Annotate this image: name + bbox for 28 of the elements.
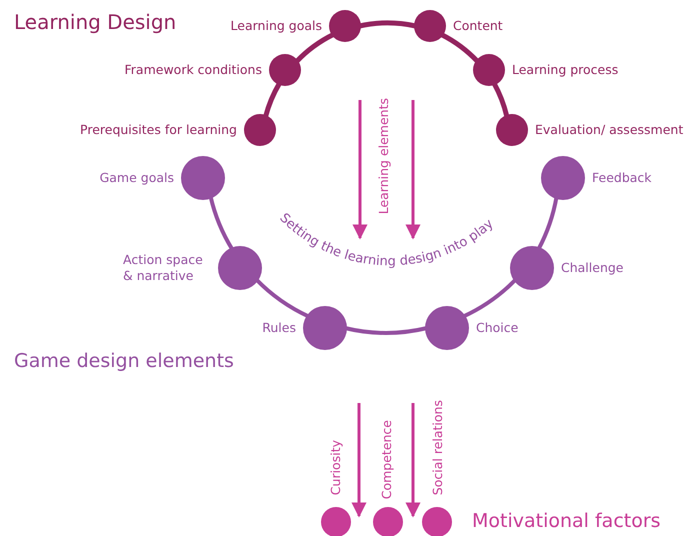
- arrow-label: Competence: [379, 420, 394, 500]
- arc-connector: [492, 82, 510, 118]
- arc-connector: [294, 32, 335, 64]
- node-label: Choice: [476, 320, 518, 336]
- arc-connector: [462, 278, 518, 318]
- arc-connector: [254, 278, 310, 318]
- arc-connector: [359, 20, 416, 28]
- node-label: Challenge: [561, 260, 624, 276]
- node-label: Prerequisites for learning: [80, 122, 237, 138]
- node-label: Learning process: [512, 62, 618, 78]
- node-label: Content: [453, 18, 503, 34]
- arc-connector: [208, 196, 234, 251]
- node-label: Game goals: [100, 170, 174, 186]
- node-label: Rules: [262, 320, 296, 336]
- heading: Game design elements: [14, 350, 234, 372]
- node-label: Feedback: [592, 170, 652, 186]
- node-label: Learning goals: [230, 18, 322, 34]
- heading: Motivational factors: [472, 510, 661, 532]
- arc-connector: [263, 82, 282, 118]
- arrow-label: Social relations: [430, 400, 445, 496]
- heading: Learning Design: [14, 10, 176, 34]
- arc-connector: [536, 196, 558, 250]
- node-label: Evaluation/ assessment: [535, 122, 684, 138]
- arc-connector: [440, 32, 480, 64]
- node-label: Action space & narrative: [123, 252, 204, 284]
- node-label: Framework conditions: [124, 62, 262, 78]
- arrow-label: Curiosity: [328, 440, 343, 496]
- arrow-label: Learning elements: [376, 98, 391, 214]
